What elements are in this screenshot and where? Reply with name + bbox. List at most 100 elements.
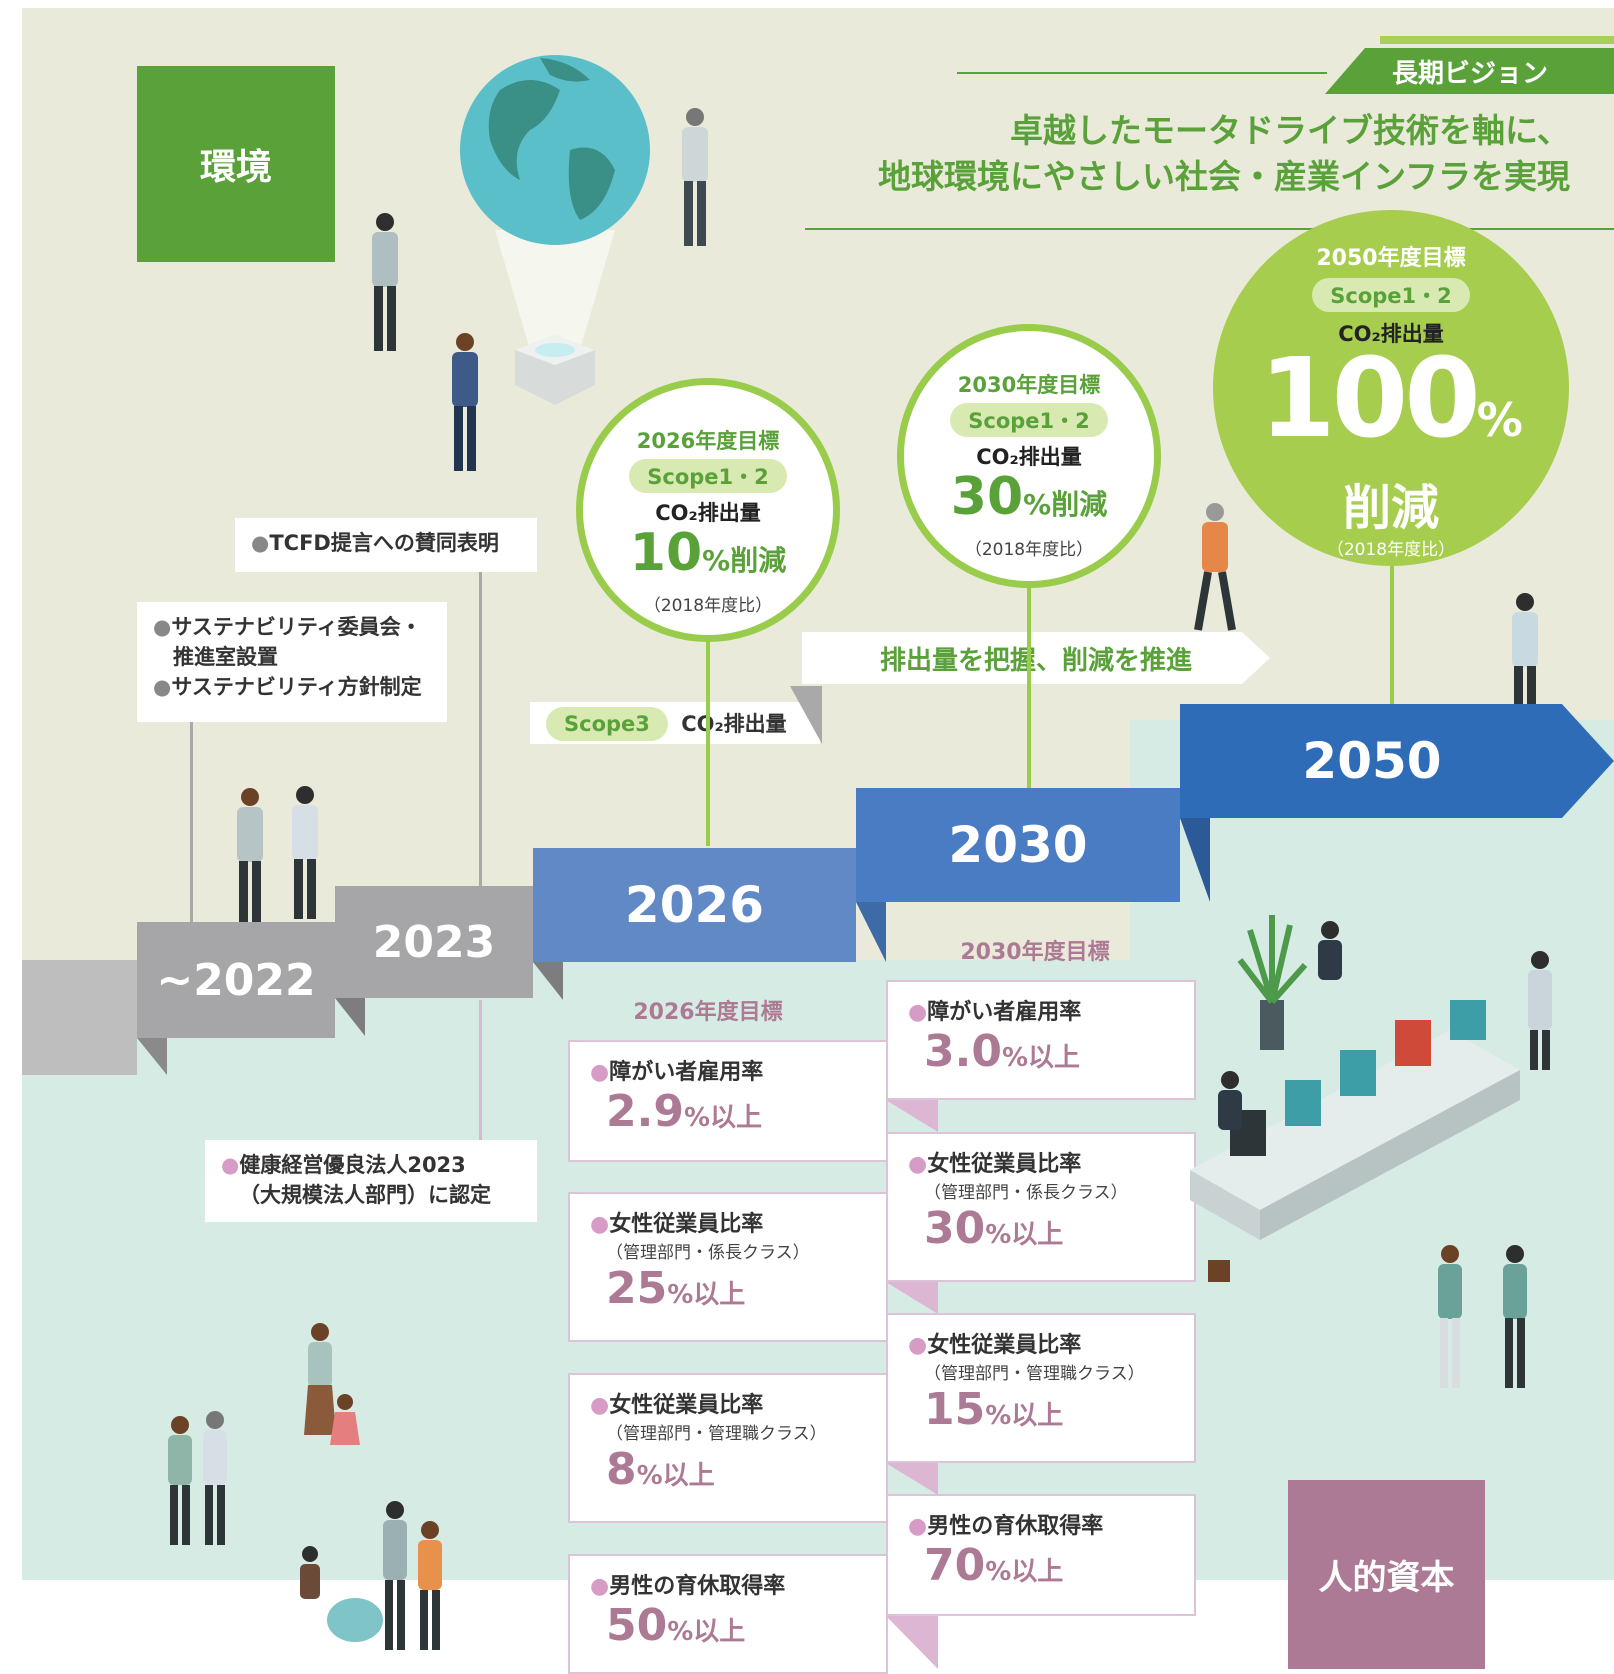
goal-2030-co2: CO₂排出量 [976,445,1082,469]
card-label: 男性の育休取得率 [609,1574,786,1599]
card-label: 女性従業員比率 [927,1152,1082,1177]
goal-2026-value: 10 [629,523,703,583]
person-illustration [372,213,398,351]
sustainability-committee-text: サステナビリティ委員会・ [171,615,422,639]
card-label: 女性従業員比率 [609,1212,764,1237]
goal-2050-circle: 2050年度目標 Scope1・2 CO₂排出量 100% 削減 （2018年度… [1213,210,1569,566]
hc-2030-female-manager-card: ●女性従業員比率 （管理部門・管理職クラス） 15%以上 [886,1313,1196,1463]
step-fold [137,1038,167,1075]
card-label: 男性の育休取得率 [927,1514,1104,1539]
vision-statement: 卓越したモータドライブ技術を軸に、 地球環境にやさしい社会・産業インフラを実現 [800,108,1570,200]
scope3-fold [790,686,822,744]
card-label: 障がい者雇用率 [927,1000,1082,1025]
environment-tag: 環境 [137,66,335,262]
vision-rule-top [957,72,1327,74]
sustainability-policy-text: サステナビリティ方針制定 [171,675,422,699]
family-illustration [168,1323,442,1650]
goal-2050-base: （2018年度比） [1326,540,1456,560]
card-value: 50 [606,1600,668,1651]
vision-line-2: 地球環境にやさしい社会・産業インフラを実現 [877,157,1570,196]
hc-2026-paternity-card: ●男性の育休取得率 50%以上 [568,1554,888,1674]
health-connector [479,1000,482,1140]
vision-rule-bottom [805,228,1614,230]
goal-2030-value: 30 [950,467,1024,527]
hc-2026-disability-card: ●障がい者雇用率 2.9%以上 [568,1040,888,1162]
card-label: 女性従業員比率 [609,1393,764,1418]
goal-2050-reduction: 削減 [1342,480,1439,536]
goal-2030-scope: Scope1・2 [950,403,1108,437]
card-value: 25 [606,1263,668,1314]
health-line-1: 健康経営優良法人2023 [239,1153,466,1177]
step-fold [335,998,365,1036]
sustainability-connector [190,722,193,922]
card-value: 8 [606,1444,637,1495]
tcfd-connector [479,572,482,886]
goal-2050-connector [1390,560,1394,708]
vision-line-1: 卓越したモータドライブ技術を軸に、 [1009,111,1570,150]
card-label: 女性従業員比率 [927,1333,1082,1358]
card-value: 30 [924,1203,986,1254]
goal-2026-base: （2018年度比） [643,596,773,616]
person-illustration [682,108,708,246]
card-unit: %以上 [1001,1043,1081,1073]
goal-2030-base: （2018年度比） [964,540,1094,560]
goal-2050-value: 100 [1259,334,1481,462]
health-line-2: （大規模法人部門）に認定 [239,1183,491,1207]
step-fold [533,962,563,1000]
step-fold [856,902,886,962]
step-2030: 2030 [856,788,1180,902]
step-2023: 2023 [335,886,533,998]
card-unit: %以上 [985,1557,1064,1587]
card-value: 15 [924,1384,986,1435]
card-sub: （管理部門・管理職クラス） [606,1424,827,1444]
card-fold [886,1463,938,1495]
goal-2030-heading: 2030年度目標 [957,373,1101,397]
goal-2026-heading: 2026年度目標 [636,429,780,453]
goal-2026-circle: 2026年度目標 Scope1・2 CO₂排出量 10%削減 （2018年度比） [576,378,840,642]
card-fold [886,1282,938,1314]
card-unit: %以上 [636,1461,715,1491]
scope3-note: Scope3 CO₂排出量 [530,702,820,744]
card-unit: %以上 [683,1103,763,1133]
hc-2030-paternity-card: ●男性の育休取得率 70%以上 [886,1494,1196,1616]
card-fold [886,1616,938,1669]
goal-2050-heading: 2050年度目標 [1316,246,1466,271]
step-2050-arrow: 2050 [1180,704,1614,818]
goal-2050-co2: CO₂排出量 [1338,322,1444,346]
card-sub: （管理部門・管理職クラス） [924,1364,1145,1384]
promote-reduction-arrow: 排出量を把握、削減を推進 [802,632,1270,684]
goal-2050-scope: Scope1・2 [1312,278,1470,312]
long-term-vision-ribbon: 長期ビジョン [1325,48,1614,94]
goal-2026-connector [706,630,710,846]
two-people-talking-illustration [1438,1245,1527,1388]
globe-hologram-illustration [460,55,650,405]
card-label: 障がい者雇用率 [609,1060,764,1085]
two-people-illustration [237,786,318,926]
step-2026: 2026 [533,848,856,962]
hc-2026-female-manager-card: ●女性従業員比率 （管理部門・管理職クラス） 8%以上 [568,1373,888,1523]
hc-2026-heading: 2026年度目標 [633,1000,783,1025]
person-illustration [1512,593,1538,731]
goal-2030-unit: %削減 [1023,488,1108,521]
hc-2030-female-chief-card: ●女性従業員比率 （管理部門・係長クラス） 30%以上 [886,1132,1196,1282]
goal-2050-unit: % [1476,393,1523,447]
card-sub: （管理部門・係長クラス） [606,1243,810,1263]
card-value: 2.9 [606,1086,684,1137]
card-unit: %以上 [667,1617,746,1647]
tcfd-text: TCFD提言への賛同表明 [269,531,499,555]
goal-2026-unit: %削減 [702,544,787,577]
health-management-note: ●健康経営優良法人2023 （大規模法人部門）に認定 [205,1140,537,1222]
hc-2030-heading: 2030年度目標 [960,940,1110,965]
office-illustration [1190,915,1552,1282]
human-capital-tag: 人的資本 [1288,1480,1485,1669]
tcfd-note: ●TCFD提言への賛同表明 [235,518,537,572]
card-sub: （管理部門・係長クラス） [924,1183,1128,1203]
card-unit: %以上 [985,1401,1064,1431]
card-value: 70 [924,1540,986,1591]
person-illustration [1194,503,1236,631]
sustainability-note: ●サステナビリティ委員会・ 推進室設置 ●サステナビリティ方針制定 [137,602,447,722]
card-fold [886,1100,938,1132]
sustainability-office-text: 推進室設置 [173,645,278,669]
scope3-pill: Scope3 [546,707,668,741]
step-2022: ~2022 [137,922,335,1038]
